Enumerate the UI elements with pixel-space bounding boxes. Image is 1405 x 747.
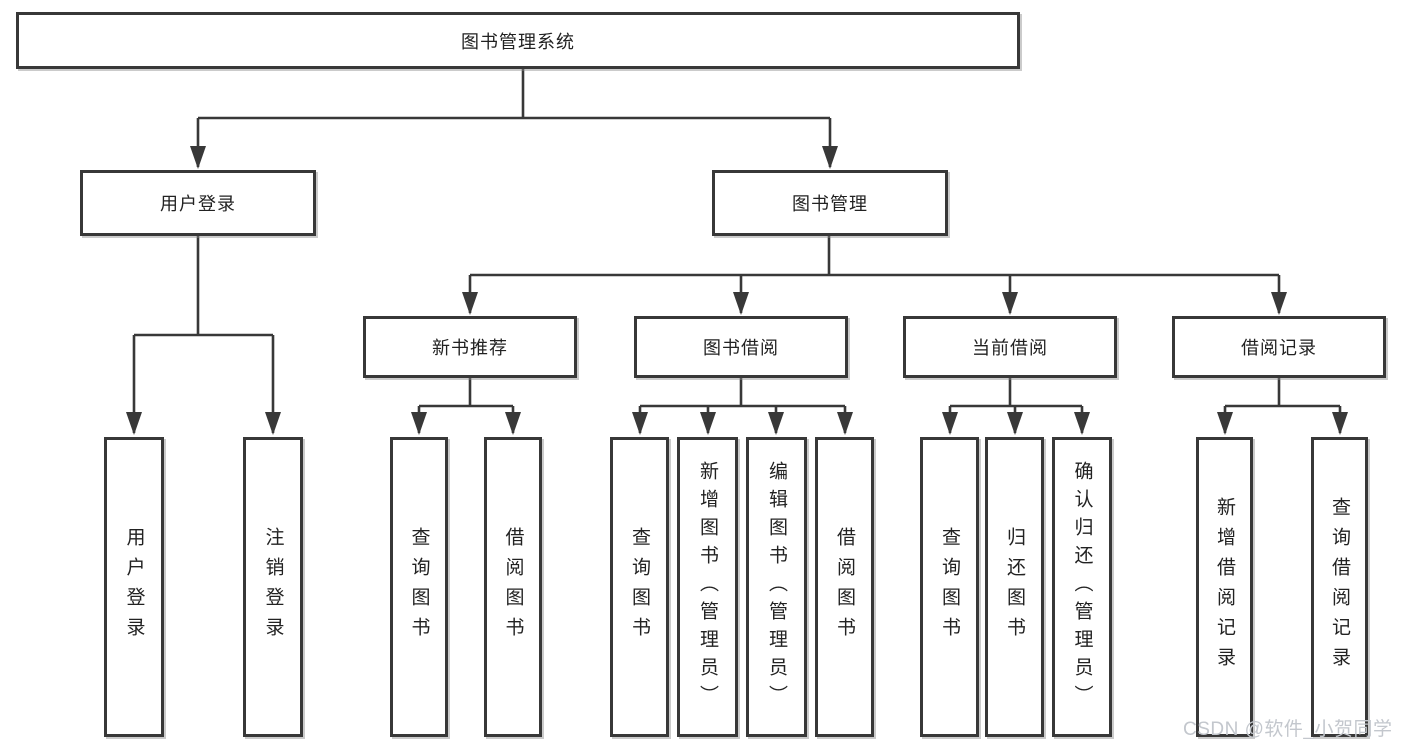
leaf-query-books-borrow: 查询图书	[610, 437, 669, 737]
node-book-management: 图书管理	[712, 170, 948, 236]
leaf-borrow-books: 借阅图书	[815, 437, 874, 737]
node-new-book-recommend: 新书推荐	[363, 316, 577, 378]
leaf-confirm-return-admin: 确认归还（管理员）	[1052, 437, 1112, 737]
leaf-query-books-current: 查询图书	[920, 437, 979, 737]
node-borrow-records: 借阅记录	[1172, 316, 1386, 378]
leaf-add-books-admin: 新增图书（管理员）	[677, 437, 738, 737]
root-box-system-title: 图书管理系统	[16, 12, 1020, 69]
node-user-login: 用户登录	[80, 170, 316, 236]
leaf-query-books-recommend: 查询图书	[390, 437, 448, 737]
node-current-borrow: 当前借阅	[903, 316, 1117, 378]
leaf-borrow-books-recommend: 借阅图书	[484, 437, 542, 737]
leaf-edit-books-admin: 编辑图书（管理员）	[746, 437, 807, 737]
csdn-watermark: CSDN @软件_小贺同学	[1183, 719, 1393, 740]
leaf-query-borrow-record: 查询借阅记录	[1311, 437, 1368, 737]
leaf-return-books: 归还图书	[985, 437, 1044, 737]
leaf-user-login: 用户登录	[104, 437, 164, 737]
leaf-logout: 注销登录	[243, 437, 303, 737]
leaf-add-borrow-record: 新增借阅记录	[1196, 437, 1253, 737]
node-book-borrow: 图书借阅	[634, 316, 848, 378]
